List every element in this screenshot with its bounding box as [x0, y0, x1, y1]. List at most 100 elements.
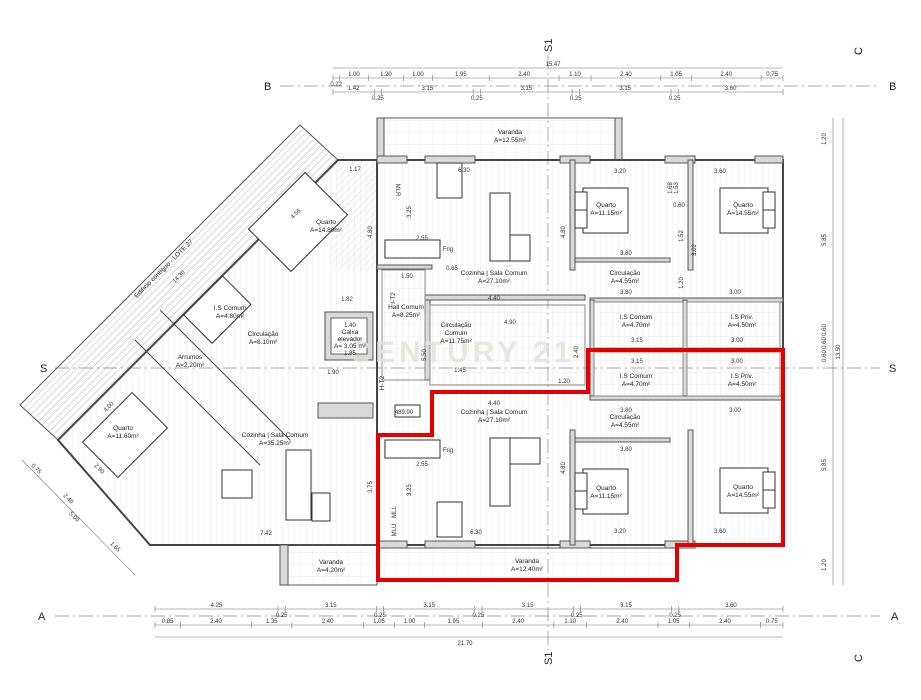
- room-area: A=4.55m²: [611, 278, 640, 285]
- room-name: Cozinha | Sala Comum: [461, 409, 528, 416]
- dimension-label: 4.25: [211, 603, 223, 609]
- dimension-label: 0.85: [162, 619, 174, 625]
- room-name: Quarto: [316, 219, 336, 226]
- room-area: A=11.15m²: [590, 210, 622, 217]
- dimension-label: 3.15: [522, 603, 534, 609]
- dimension-label: 1.20: [558, 379, 570, 385]
- dimension-label: 2.40: [322, 619, 334, 625]
- room-area: A=4.70m²: [622, 322, 651, 329]
- dimension-label: 3.80: [620, 290, 632, 296]
- dimension-label: 3.20: [614, 169, 626, 175]
- section-marker-s: S: [40, 363, 47, 375]
- main-block: [376, 117, 784, 581]
- dimension-label: 1.35: [266, 619, 278, 625]
- dimension-label: 2.40: [61, 493, 74, 506]
- room-area: A= 3.05 m²: [334, 343, 367, 350]
- dimension-label: 4.40: [488, 296, 500, 302]
- dimension-label: 1.20: [679, 277, 685, 289]
- room-area: A=11.15m²: [590, 493, 622, 500]
- room-area: A=14.55m²: [727, 492, 760, 499]
- dimension-label: 2.40: [620, 72, 632, 78]
- dimension-label: 0.75: [766, 72, 778, 78]
- dimension-label: 1.10: [569, 72, 581, 78]
- dimension-label: 1.42: [348, 86, 360, 92]
- room-area: A=4.20m²: [317, 567, 346, 574]
- dimension-label: 1.45: [454, 368, 466, 374]
- dimension-label: 2.40: [512, 619, 524, 625]
- dimension-label: 0.25: [473, 613, 485, 619]
- room-name: I.S Priv.: [731, 373, 753, 380]
- room-name: I.S Comum: [620, 314, 653, 321]
- room-area: A=14.80m²: [310, 227, 343, 234]
- room-name: elevador: [338, 336, 364, 343]
- room-name: Circulação: [610, 414, 641, 421]
- dimension-label: 1.53: [674, 182, 680, 194]
- room-area: A=35.25m²: [259, 440, 292, 447]
- dimension-label: 3.15: [631, 359, 643, 365]
- room-name: Varanda: [515, 558, 539, 565]
- room-name: Circulação: [441, 322, 472, 329]
- dimension-label: 1.52: [679, 230, 685, 242]
- dimension-label: 1.68: [668, 182, 674, 194]
- dimension-label: 3.15: [422, 86, 434, 92]
- dimension-label: 3.60: [714, 529, 726, 535]
- room-name: Varanda: [498, 129, 522, 136]
- dimension-label: 0.25: [374, 613, 386, 619]
- dimension-label: 0.75: [766, 619, 778, 625]
- dimension-label: 2.40: [210, 619, 222, 625]
- dimension-label: 3.75: [368, 481, 374, 493]
- dimension-label: 0.60: [822, 324, 828, 336]
- room-name: Circulação: [610, 270, 641, 277]
- left-wing: [56, 159, 378, 546]
- room-name: Quarto: [596, 202, 616, 209]
- dimension-label: 1.00: [404, 619, 416, 625]
- dimension-label: 3.25: [407, 484, 413, 496]
- dimension-label: 0.25: [570, 96, 582, 102]
- dimension-label: 1.10: [564, 619, 576, 625]
- highlighted-unit-outline: [376, 348, 785, 582]
- dimension-label: 3.00: [729, 408, 741, 414]
- room-area: A=12.40m²: [511, 566, 544, 573]
- dimension-label: 0.60: [673, 203, 685, 209]
- dimension-label: 0.25: [471, 96, 483, 102]
- dimension-label: 1.17: [349, 167, 361, 173]
- dimension-label: 1.95: [455, 72, 467, 78]
- section-marker-b: B: [264, 81, 271, 93]
- dimension-label: 21.70: [457, 641, 473, 647]
- dimension-label: 5.85: [822, 459, 828, 471]
- dimension-label: 3.15: [325, 603, 337, 609]
- dimension-label: 1.50: [401, 274, 413, 280]
- dimension-label: 7.42: [260, 531, 272, 537]
- section-marker-s1: S1: [543, 652, 555, 665]
- fixture-label: Frig: [443, 448, 453, 454]
- dimension-label: 3.80: [620, 408, 632, 414]
- unit-label: H-T2: [379, 375, 386, 390]
- room-name: Quarto: [113, 425, 133, 432]
- dimension-label: 4.80: [368, 226, 374, 238]
- dimension-label: 0.25: [372, 96, 384, 102]
- dimension-label: 4.80: [561, 226, 567, 238]
- dimension-label: 3.15: [619, 86, 631, 92]
- room-area: A=4.55m²: [611, 422, 640, 429]
- room-area: A=2.20m²: [176, 362, 205, 369]
- room-name: Hall Comum: [388, 304, 424, 311]
- room-name: I.S Comum: [620, 373, 653, 380]
- dimension-label: 5.00: [67, 511, 80, 524]
- dimension-label: 4.80: [561, 462, 567, 474]
- dimension-label: 0.25: [276, 613, 288, 619]
- dimension-label: 6.30: [458, 168, 470, 174]
- dimension-label: 1.00: [412, 72, 424, 78]
- room-name: Varanda: [319, 559, 343, 566]
- room-name: Comum: [445, 330, 468, 337]
- section-marker-s: S: [889, 363, 896, 375]
- dimension-label: 3.15: [620, 603, 632, 609]
- room-area: A=14.55m²: [727, 210, 760, 217]
- section-markers: S1 S1 B B C C S S A A: [38, 39, 899, 665]
- fixture-label: MLR: [394, 184, 400, 197]
- room-name: I.S Priv.: [731, 314, 753, 321]
- dimension-label: 5.50: [422, 349, 428, 361]
- dimension-label: 1.82: [341, 297, 353, 303]
- dimension-label: 1.40: [344, 323, 356, 329]
